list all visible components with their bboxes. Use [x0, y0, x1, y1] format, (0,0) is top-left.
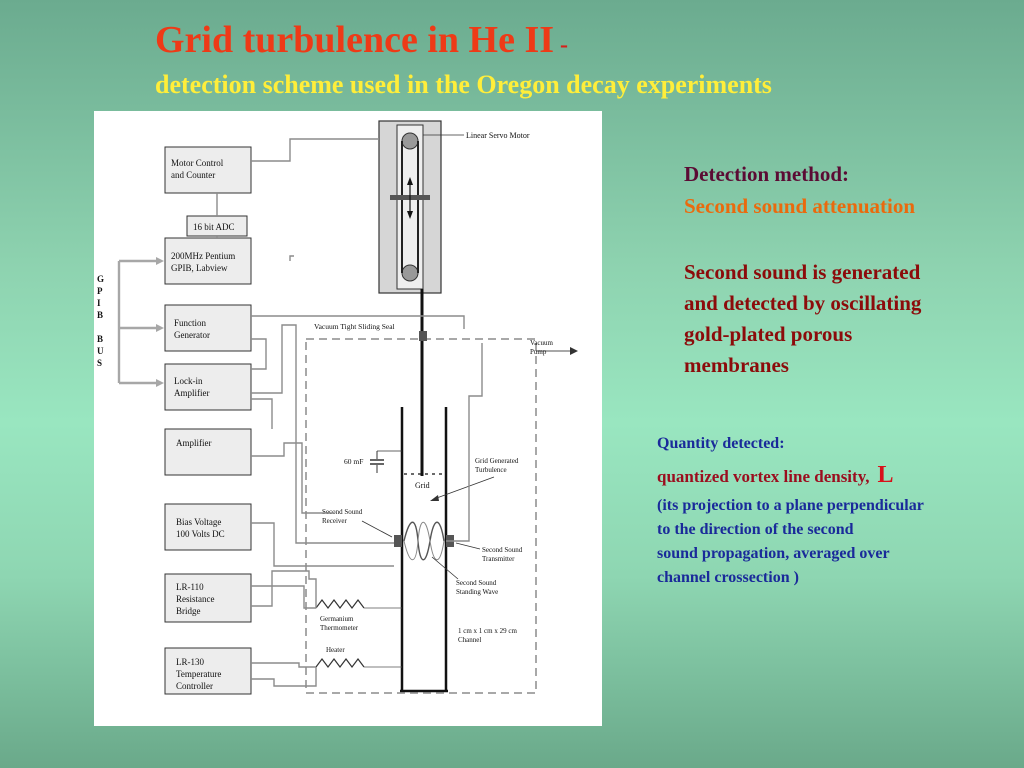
thermometer-line-2: Thermometer	[320, 624, 359, 632]
function-generator-line-1: Function	[174, 318, 207, 328]
detection-method-value: Second sound attenuation	[684, 194, 916, 218]
grid: Grid	[404, 473, 444, 490]
quantity-desc-line-3: sound propagation, averaged over	[657, 545, 890, 562]
adc-label: 16 bit ADC	[193, 222, 235, 232]
function-generator-line-2: Generator	[174, 330, 210, 340]
svg-text:I: I	[97, 298, 101, 308]
linear-servo-motor	[378, 120, 442, 294]
slide-subtitle: detection scheme used in the Oregon deca…	[155, 70, 772, 99]
receiver-line-1: Second Sound	[322, 508, 363, 516]
heater: Heater	[315, 646, 402, 668]
quantity-desc-line-2: to the direction of the second	[657, 521, 854, 538]
detection-scheme-diagram: Motor Control and Counter 16 bit ADC 200…	[94, 111, 602, 726]
lr110-line-1: LR-110	[176, 582, 204, 592]
detection-body-line-4: membranes	[684, 353, 789, 377]
pump-line-2: Pump	[530, 348, 547, 356]
detection-body-line-1: Second sound is generated	[684, 260, 921, 284]
svg-text:B: B	[97, 310, 103, 320]
seal-label: Vacuum Tight Sliding Seal	[314, 322, 395, 331]
quantity-symbol: L	[877, 462, 894, 488]
heater-label: Heater	[326, 646, 345, 654]
lr130-line-2: Temperature	[176, 669, 221, 679]
standing-wave-line-1: Second Sound	[456, 579, 497, 587]
svg-text:S: S	[97, 358, 102, 368]
channel-line-2: Channel	[458, 636, 481, 644]
standing-wave-line-2: Standing Wave	[456, 588, 498, 596]
grid-turbulence-line-2: Turbulence	[475, 466, 507, 474]
capacitor-label: 60 mF	[344, 457, 363, 466]
block-pentium-pc: 200MHz Pentium GPIB, Labview	[164, 237, 252, 285]
standing-wave	[403, 521, 445, 561]
servo-label: Linear Servo Motor	[466, 131, 530, 140]
block-lr110-bridge: LR-110 Resistance Bridge	[164, 573, 252, 623]
title-text: Grid turbulence in He II	[155, 19, 555, 61]
lockin-line-2: Amplifier	[174, 388, 210, 398]
block-lr130-controller: LR-130 Temperature Controller	[164, 647, 252, 695]
pump-line-1: Vacuum	[530, 339, 553, 347]
svg-text:P: P	[97, 286, 103, 296]
transmitter-line-1: Second Sound	[482, 546, 523, 554]
grid-label: Grid	[415, 481, 430, 490]
capacitor: 60 mF	[344, 450, 402, 473]
svg-text:B: B	[97, 334, 103, 344]
measurement-channel	[400, 407, 448, 693]
receiver-membrane	[394, 535, 402, 547]
receiver-line-2: Receiver	[322, 517, 348, 525]
block-amplifier: Amplifier	[164, 428, 252, 476]
gpib-bus-label: G P I B B U S	[97, 274, 104, 368]
gpib-bus-lines	[117, 257, 164, 387]
block-function-generator: Function Generator	[164, 304, 252, 352]
lr110-line-2: Resistance	[176, 594, 215, 604]
block-adc: 16 bit ADC	[186, 215, 248, 237]
detection-body-line-2: and detected by oscillating	[684, 291, 922, 315]
channel-line-1: 1 cm x 1 cm x 29 cm	[458, 627, 517, 635]
pentium-line-1: 200MHz Pentium	[171, 251, 235, 261]
block-motor-control: Motor Control and Counter	[164, 146, 252, 194]
thermometer-line-1: Germanium	[320, 615, 354, 623]
wiring	[216, 138, 483, 687]
grid-turbulence-line-1: Grid Generated	[475, 457, 519, 465]
quantity-line-text: quantized vortex line density,	[657, 467, 870, 486]
block-lockin-amplifier: Lock-in Amplifier	[164, 363, 252, 411]
sliding-seal	[419, 331, 427, 341]
lr110-line-3: Bridge	[176, 606, 201, 616]
quantity-desc-line-4: channel crossection )	[657, 569, 799, 586]
transmitter-line-2: Transmitter	[482, 555, 515, 563]
svg-text:U: U	[97, 346, 104, 356]
quantity-detected-value: quantized vortex line density, L	[657, 462, 894, 489]
svg-text:G: G	[97, 274, 104, 284]
detection-method-heading: Detection method:	[684, 162, 850, 186]
motor-control-line-1: Motor Control	[171, 158, 224, 168]
quantity-description: (its projection to a plane perpendicular…	[657, 494, 924, 590]
block-bias-voltage: Bias Voltage 100 Volts DC	[164, 503, 252, 551]
quantity-detected-heading: Quantity detected:	[657, 435, 785, 452]
germanium-thermometer: Germanium Thermometer	[315, 599, 402, 632]
lr130-line-1: LR-130	[176, 657, 204, 667]
slide-title: Grid turbulence in He II-	[155, 18, 568, 62]
amplifier-label: Amplifier	[176, 438, 212, 448]
quantity-desc-line-1: (its projection to a plane perpendicular	[657, 497, 924, 514]
lockin-line-1: Lock-in	[174, 376, 203, 386]
title-dash: -	[560, 32, 569, 58]
detection-method-description: Second sound is generated and detected b…	[684, 257, 1004, 381]
detection-body-line-3: gold-plated porous	[684, 322, 853, 346]
pentium-line-2: GPIB, Labview	[171, 263, 228, 273]
bias-line-2: 100 Volts DC	[176, 529, 225, 539]
motor-control-line-2: and Counter	[171, 170, 215, 180]
lr130-line-3: Controller	[176, 681, 213, 691]
bias-line-1: Bias Voltage	[176, 517, 221, 527]
